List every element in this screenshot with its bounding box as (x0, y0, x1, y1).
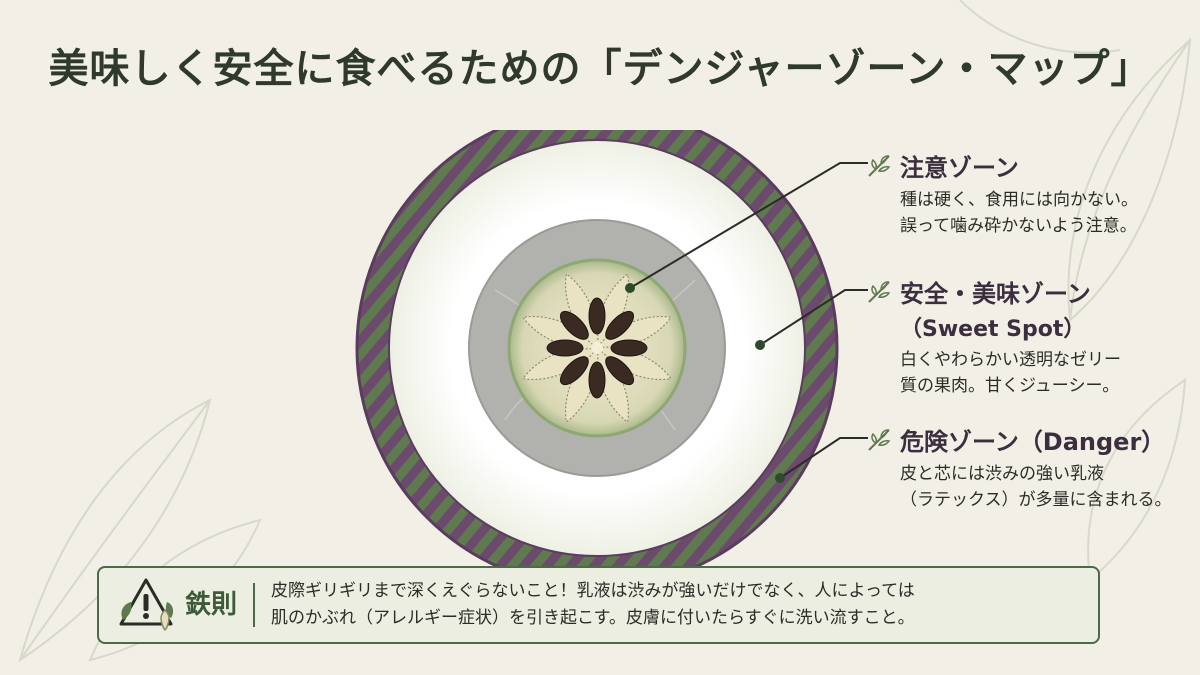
sprig-icon (868, 154, 891, 177)
rule-text-line: 肌のかぶれ（アレルギー症状）を引き起こす。皮膚に付いたらすぐに洗い流すこと。 (271, 608, 915, 628)
rule-box: 鉄則 皮際ギリギリまで深くえぐらないこと！乳液は渋みが強いだけでなく、人によって… (97, 566, 1100, 644)
seed (610, 339, 648, 357)
center-dot (591, 342, 603, 354)
seed (546, 339, 584, 357)
warning-leaf-icon (119, 578, 174, 632)
page-title: 美味しく安全に食べるための「デンジャーゾーン・マップ」 (48, 45, 1152, 92)
zone-desc-line: （ラテックス）が多量に含まれる。 (900, 490, 1172, 510)
zone-desc-line: 白くやわらかい透明なゼリー (900, 350, 1121, 370)
seed (588, 361, 606, 399)
zone-title: 注意ゾーン (900, 154, 1019, 182)
sprig-icon (868, 428, 891, 451)
seed-star-pattern (522, 273, 672, 423)
seed (559, 356, 589, 386)
rule-text-line: 皮際ギリギリまで深くえぐらないこと！乳液は渋みが強いだけでなく、人によっては (271, 581, 915, 601)
zone-subtitle: （Sweet Spot） (900, 317, 1086, 342)
zone-desc-line: 皮と芯には渋みの強い乳液 (900, 464, 1104, 484)
zone-title: 危険ゾーン（Danger） (900, 428, 1166, 456)
zone-label-caution: 注意ゾーン 種は硬く、食用には向かない。 誤って噛み砕かないよう注意。 (866, 148, 1138, 239)
zone-desc-line: 誤って噛み砕かないよう注意。 (900, 216, 1137, 236)
zone-desc-line: 種は硬く、食用には向かない。 (900, 190, 1138, 210)
seed (588, 297, 606, 335)
seed (559, 310, 589, 340)
zone-title: 安全・美味ゾーン (900, 280, 1091, 308)
seed (605, 356, 635, 386)
seed (605, 310, 635, 340)
zone-label-safe: 安全・美味ゾーン （Sweet Spot） 白くやわらかい透明なゼリー 質の果肉… (866, 274, 1121, 399)
sprig-icon (868, 280, 891, 303)
zone-desc-line: 質の果肉。甘くジューシー。 (900, 376, 1120, 396)
zone-label-danger: 危険ゾーン（Danger） 皮と芯には渋みの強い乳液 （ラテックス）が多量に含ま… (866, 422, 1172, 513)
rule-title: 鉄則 (185, 583, 256, 627)
